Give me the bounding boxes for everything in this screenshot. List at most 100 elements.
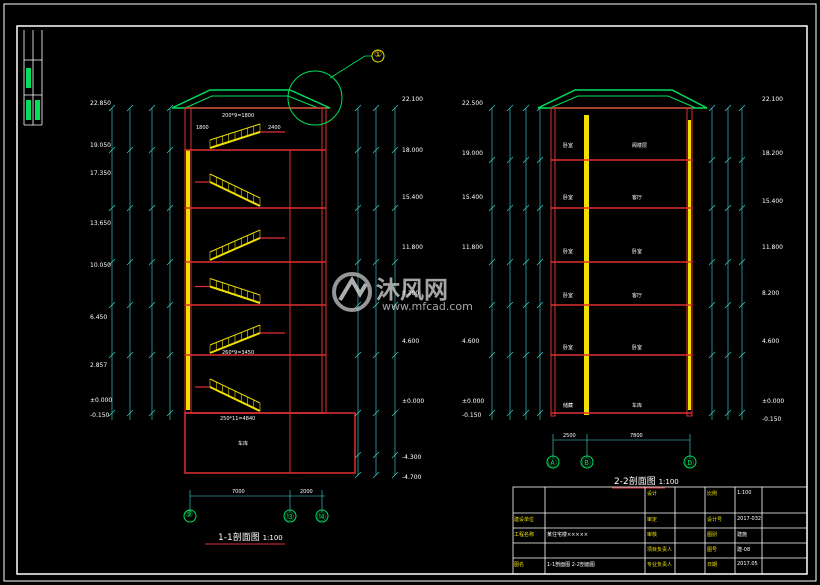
section-2-2-mid-wall: [584, 115, 589, 415]
grid-axis-a1: [183, 509, 197, 523]
outer-frame: [3, 3, 817, 582]
elevation-label: 19.050: [90, 142, 111, 149]
title-block-cell: 设计号: [707, 517, 723, 523]
section-1-1-room-garage: 车库: [238, 441, 249, 447]
section-2-2-dim-bottom-1: 2500: [563, 433, 576, 439]
grid-axis-label-b1: Ⓐ: [548, 459, 558, 469]
elevation-label: 2.857: [90, 362, 108, 369]
elevation-label: ±0.000: [462, 398, 485, 405]
elevation-label: 18.000: [402, 147, 423, 154]
elevation-label: 15.400: [462, 194, 483, 201]
grid-axis-a2: [283, 509, 297, 523]
section-1-1-dim-bottom-1: 7000: [232, 489, 245, 495]
elevation-label: 6.450: [90, 314, 108, 321]
room-label-small: 卧室: [563, 345, 574, 351]
watermark: 沐风网 www.mfcad.com: [330, 270, 500, 315]
title-block-cell: 图号: [707, 547, 718, 553]
stair-note-5: 250*11=4840: [220, 416, 256, 422]
elevation-label: 17.350: [90, 170, 111, 177]
title-block-cell: 1:100: [737, 490, 752, 496]
section-1-1-basement: [184, 412, 356, 474]
title-block-cell: 工程名称: [514, 532, 535, 538]
stair-note-1: 200*9=1800: [222, 113, 255, 119]
room-label-small: 卧室: [563, 143, 574, 149]
stair-flight-4: [209, 324, 285, 354]
room-label: 卧室: [632, 249, 643, 255]
elevation-label: 15.400: [402, 194, 423, 201]
section-2-2-right-dims: [711, 108, 743, 420]
title-block-cell: 审定: [647, 517, 658, 523]
title-block-cell: 2017.05: [737, 561, 758, 567]
stair-note-4: 260*9=3450: [222, 350, 255, 356]
watermark-brand: 沐风网: [376, 276, 448, 304]
grid-axis-b2: [580, 455, 594, 469]
elevation-label: 22.500: [462, 100, 483, 107]
stair-note-2: 1800: [196, 125, 209, 131]
section-1-1-roof: [171, 89, 331, 109]
section-2-2-title: 2-2剖面图 1:100: [614, 474, 679, 487]
elevation-label: 22.100: [402, 96, 423, 103]
title-block-cell: 项目负责人: [647, 547, 673, 553]
room-label: 客厅: [632, 195, 643, 201]
section-2-2-title-text: 2-2剖面图: [614, 477, 656, 487]
grid-axis-a3: [315, 509, 329, 523]
elevation-label: 8.200: [762, 290, 780, 297]
section-1-1-stair-flights: [195, 123, 285, 412]
room-label: 卧室: [632, 345, 643, 351]
title-block-cell: 建施: [737, 532, 748, 538]
room-label-small: 卧室: [563, 195, 574, 201]
detail-callout-tag: [371, 49, 385, 63]
elevation-label: 4.600: [762, 338, 780, 345]
inner-frame: [16, 25, 808, 575]
elevation-label: 4.600: [462, 338, 480, 345]
elevation-label: 11.800: [402, 244, 423, 251]
elevation-label: -4.700: [402, 474, 422, 481]
grid-axis-label-a1: ⑨: [185, 510, 194, 520]
elevation-label: 22.850: [90, 100, 111, 107]
elevation-label: -0.150: [462, 412, 482, 419]
elevation-label: 11.800: [462, 244, 483, 251]
section-1-1-title-text: 1-1剖面图: [218, 533, 260, 543]
grid-axis-label-a3: ⑭: [317, 513, 327, 523]
elevation-label: -4.300: [402, 454, 422, 461]
stair-flight-2: [209, 229, 285, 261]
elevation-label: 13.650: [90, 220, 111, 227]
binding-strip-text: [26, 68, 40, 120]
stair-flight-5: [195, 378, 261, 412]
elevation-label: 18.200: [762, 150, 783, 157]
title-block-cell: 图名: [514, 562, 525, 568]
section-1-1-bottom-dims: [189, 490, 325, 512]
grid-axis-label-b2: Ⓑ: [582, 459, 592, 469]
title-block-cell: 审核: [647, 532, 658, 538]
elevation-label: 11.800: [762, 244, 783, 251]
title-block-cell: 建设单位: [514, 517, 535, 523]
title-block-cell: 专业负责人: [647, 562, 673, 568]
elevation-label: -0.150: [90, 412, 110, 419]
section-2-2-drawing: [488, 89, 746, 489]
room-label-small: 卧室: [563, 293, 574, 299]
title-block-cell: 建-08: [737, 547, 751, 553]
section-1-1-dim-bottom-2: 2000: [300, 489, 313, 495]
section-1-1-drawing: [108, 49, 399, 545]
elevation-label: ±0.000: [402, 398, 425, 405]
title-block-cell: 1-1剖面图 2-2剖面图: [547, 562, 595, 568]
watermark-logo-icon: [332, 272, 372, 312]
elevation-label: 22.100: [762, 96, 783, 103]
section-1-1-right-wall: [321, 107, 327, 414]
stair-flight-0: [209, 123, 285, 149]
grid-axis-label-b3: Ⓓ: [685, 459, 695, 469]
section-2-2-left-dims: [491, 108, 541, 420]
grid-axis-b1: [546, 455, 560, 469]
title-block-cell: 日期: [707, 562, 718, 568]
section-2-2-floor-slabs: [551, 107, 692, 414]
title-block-cell: 图别: [707, 532, 718, 538]
section-1-1-left-dims: [111, 108, 171, 420]
room-label-small: 卧室: [563, 249, 574, 255]
grid-axis-b3: [683, 455, 697, 469]
section-1-1-floor-slabs: [185, 107, 326, 414]
title-block-cell: 比例: [707, 491, 718, 497]
title-block-cell: 2017-032: [737, 516, 762, 522]
section-2-2-roof: [537, 89, 708, 109]
section-2-2-dim-bottom-2: 7800: [630, 433, 643, 439]
